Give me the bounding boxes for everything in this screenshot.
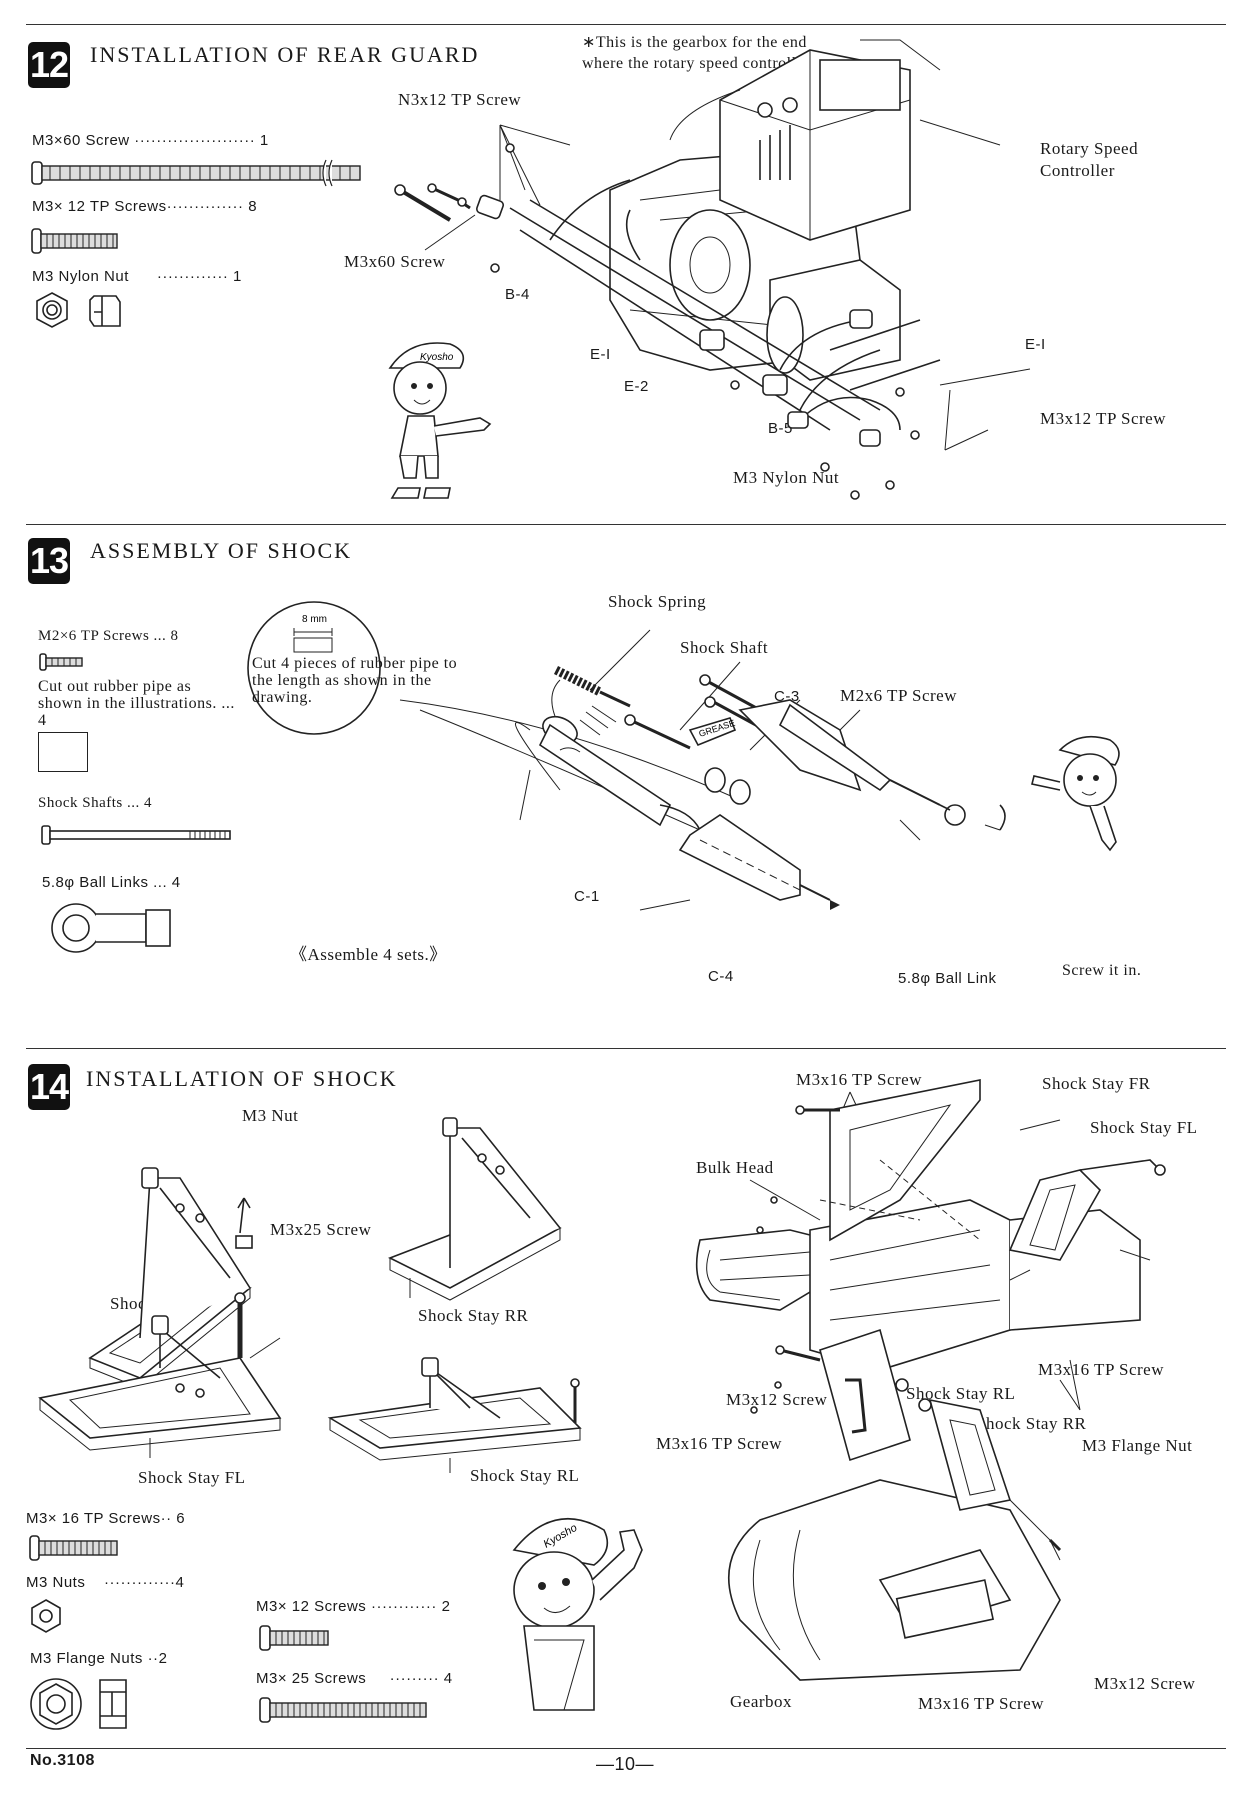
- part-m3-nuts: M3 Nuts ·············4: [26, 1574, 185, 1591]
- footer-model-number: No.3108: [30, 1752, 95, 1769]
- part-shock-shafts: Shock Shafts ... 4: [38, 795, 152, 811]
- label-shock-spring: Shock Spring: [608, 592, 707, 611]
- label-shock-stay-rr: Shock Stay RR: [976, 1414, 1087, 1433]
- mascot-thumbs-icon: Kyosho: [512, 1517, 643, 1711]
- part-m3-nylon-nut: M3 Nylon Nut ············· 1: [32, 268, 242, 285]
- part-m3x25-screws: M3× 25 Screws ········· 4: [256, 1670, 453, 1687]
- step-14-number: 14: [28, 1064, 70, 1110]
- label-shock-stay-fl: Shock Stay FL: [1090, 1118, 1198, 1137]
- label-m3-nut: M3 Nut: [242, 1106, 299, 1125]
- label-c4: C-4: [708, 968, 734, 985]
- m3x25-screw-drawing: [259, 1697, 427, 1723]
- label-shock-shaft: Shock Shaft: [680, 638, 769, 657]
- step-12-number: 12: [28, 42, 70, 88]
- label-bulk-head: Bulk Head: [696, 1158, 774, 1177]
- part-m3x60-screw: M3×60 Screw ······················ 1: [32, 132, 269, 149]
- label-e2: E-2: [624, 378, 649, 395]
- svg-text:Kyosho: Kyosho: [420, 352, 454, 363]
- part-m3x16-tp-screws: M3× 16 TP Screws·· 6: [26, 1510, 186, 1527]
- label-e1-right: E-I: [1025, 336, 1046, 353]
- label-m3x16-tp-screw-right: M3x16 TP Screw: [1038, 1360, 1164, 1379]
- assemble-4-sets: 《Assemble 4 sets.》: [290, 945, 447, 964]
- m3-nut-drawing: [31, 1599, 61, 1633]
- mascot-pointing-icon: Kyosho: [388, 342, 492, 499]
- step-14-title: INSTALLATION OF SHOCK: [86, 1066, 398, 1091]
- label-m3x12-tp-screw: M3x12 TP Screw: [1040, 409, 1166, 428]
- label-screw-it-in: Screw it in.: [1062, 962, 1142, 979]
- label-shock-stay-fr: Shock Stay FR: [1042, 1074, 1151, 1093]
- label-rotary-speed-controller: Rotary Speed Controller: [1040, 139, 1139, 180]
- footer-page-number: —10—: [596, 1754, 655, 1774]
- nylon-nut-drawing: [36, 292, 121, 328]
- rear-guard-assembly-drawing: [394, 39, 1031, 500]
- step-12-title: INSTALLATION OF REAR GUARD: [90, 42, 480, 67]
- step-13-number: 13: [28, 538, 70, 584]
- label-m3x16-tp-screw-left: M3x16 TP Screw: [656, 1434, 782, 1453]
- part-m3x12-tp-screws: M3× 12 TP Screws·············· 8: [32, 198, 258, 215]
- divider-13-14: [26, 1048, 1226, 1049]
- label-m3x12-screw-top: M3x12 Screw: [726, 1390, 828, 1409]
- label-m3x16-tp-screw-top: M3x16 TP Screw: [796, 1070, 922, 1089]
- label-shock-stay-fl-part: Shock Stay FL: [138, 1468, 246, 1487]
- label-c1: C-1: [574, 888, 600, 905]
- shock-installation-drawing: [695, 1079, 1166, 1681]
- m3x12-tp-screw-drawing: [31, 228, 118, 254]
- part-m2x6-tp-screws: M2×6 TP Screws ... 8: [38, 628, 179, 644]
- svg-text:8 mm: 8 mm: [302, 614, 327, 625]
- flange-nut-drawing: [30, 1678, 127, 1730]
- step-12-note: ∗This is the gearbox for the end where t…: [582, 34, 831, 72]
- divider-12-13: [26, 524, 1226, 525]
- label-gearbox: Gearbox: [730, 1692, 793, 1711]
- m3x16-tp-screw-drawing: [29, 1535, 118, 1561]
- label-n3x12-tp-screw: N3x12 TP Screw: [398, 90, 522, 109]
- label-e1-left: E-I: [590, 346, 611, 363]
- label-m2x6-tp-screw: M2x6 TP Screw: [840, 686, 957, 705]
- rubber-pipe-detail-circle: 8 mm: [247, 601, 381, 735]
- part-m3x12-screws: M3× 12 Screws ············ 2: [256, 1598, 451, 1615]
- label-ball-link: 5.8φ Ball Link: [898, 970, 997, 987]
- label-shock-stay-rl-part: Shock Stay RL: [470, 1466, 580, 1485]
- label-c3: C-3: [774, 688, 800, 705]
- bottom-rule: [26, 1748, 1226, 1749]
- shock-assembly-drawing: GREASE: [399, 629, 1006, 911]
- label-b4: B-4: [505, 286, 530, 303]
- part-rubber-pipe: Cut out rubber pipe as shown in the illu…: [38, 678, 235, 729]
- ball-link-drawing: [51, 903, 171, 953]
- part-m3-flange-nuts: M3 Flange Nuts ··2: [30, 1650, 168, 1667]
- shock-stays-drawing: [38, 1117, 582, 1473]
- shock-shaft-drawing: [41, 825, 231, 845]
- label-shock-stay-rl: Shock Stay RL: [906, 1384, 1016, 1403]
- rubber-pipe-cut-note: Cut 4 pieces of rubber pipe to the lengt…: [252, 655, 458, 706]
- label-b5: B-5: [768, 420, 793, 437]
- mascot-peeking-icon: [1031, 735, 1120, 852]
- label-shock-stay-rr-part: Shock Stay RR: [418, 1306, 529, 1325]
- label-m3-flange-nut: M3 Flange Nut: [1082, 1436, 1193, 1455]
- label-m3x16-tp-screw-bottom: M3x16 TP Screw: [918, 1694, 1044, 1713]
- m3x60-screw-drawing: [31, 159, 361, 187]
- label-m3-nylon-nut: M3 Nylon Nut: [733, 468, 840, 487]
- m3x12-screw-drawing: [259, 1625, 329, 1651]
- top-rule: [26, 24, 1226, 25]
- label-m3x60-screw: M3x60 Screw: [344, 252, 446, 271]
- label-m3x25-screw: M3x25 Screw: [270, 1220, 372, 1239]
- part-ball-links: 5.8φ Ball Links ... 4: [42, 874, 181, 891]
- m2x6-screw-drawing: [39, 653, 83, 671]
- rubber-pipe-drawing: [38, 732, 88, 772]
- step-13-title: ASSEMBLY OF SHOCK: [90, 538, 353, 563]
- label-m3x12-screw-bottom: M3x12 Screw: [1094, 1674, 1196, 1693]
